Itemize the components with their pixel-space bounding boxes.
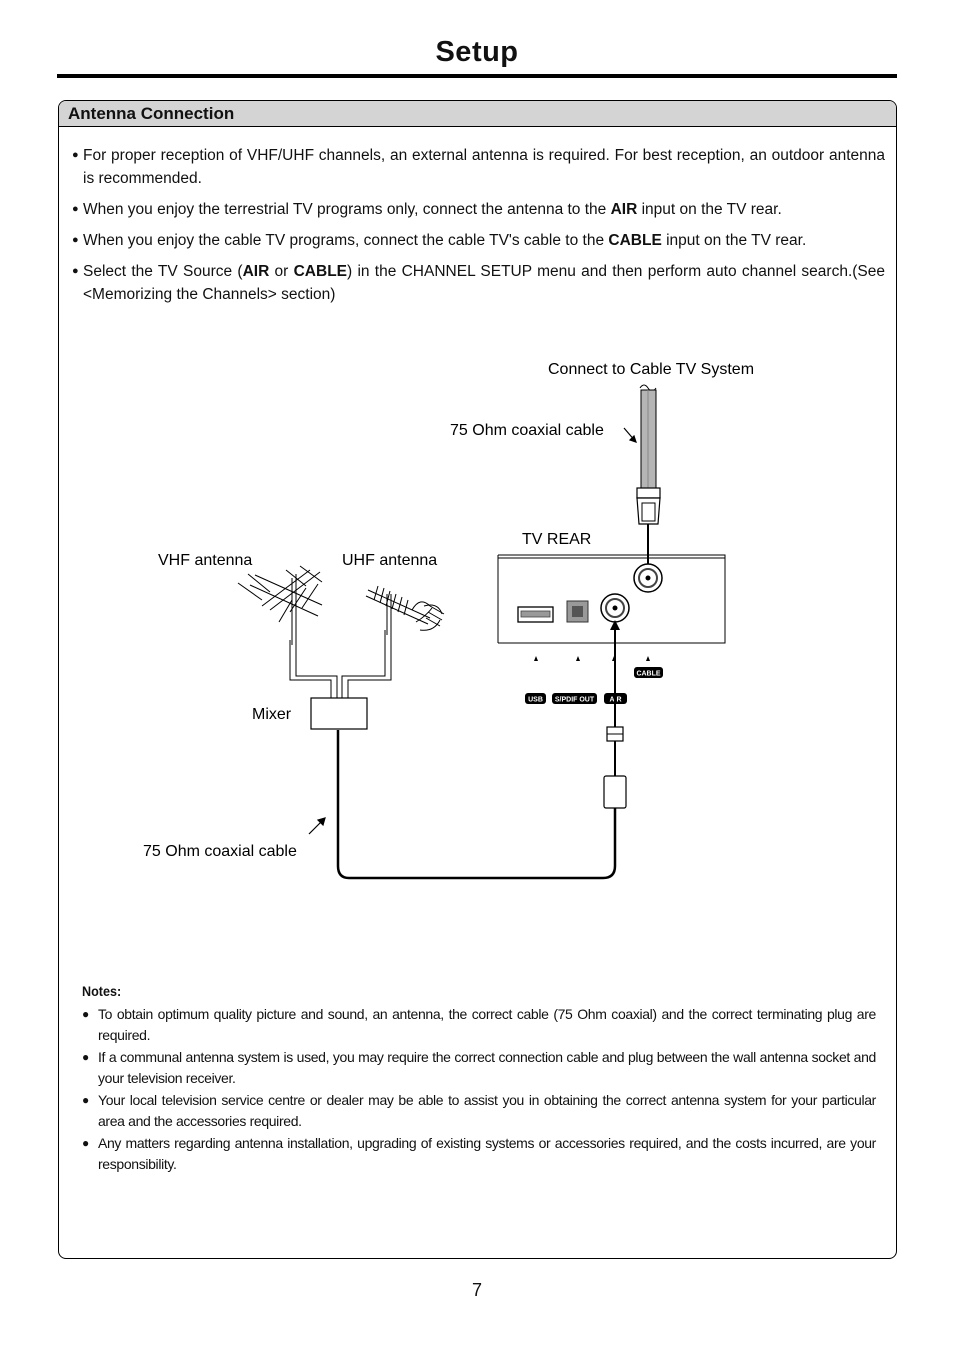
section-header: Antenna Connection bbox=[59, 101, 896, 127]
coax-bottom-label: 75 Ohm coaxial cable bbox=[143, 843, 297, 860]
bold-term: CABLE bbox=[608, 232, 662, 249]
text-run: When you enjoy the cable TV programs, co… bbox=[83, 232, 609, 249]
coax-top-pointer bbox=[623, 427, 637, 443]
note-text: If a communal antenna system is used, yo… bbox=[98, 1049, 876, 1086]
instruction-list: ● For proper reception of VHF/UHF channel… bbox=[72, 144, 885, 314]
usb-port-badge: USB bbox=[528, 697, 543, 704]
instruction-text: When you enjoy the terrestrial TV progra… bbox=[83, 198, 885, 221]
antenna-wires bbox=[289, 630, 392, 698]
instruction-text: For proper reception of VHF/UHF channels… bbox=[83, 144, 885, 190]
note-item: ● Any matters regarding antenna installat… bbox=[82, 1133, 876, 1175]
text-run: Select the TV Source ( bbox=[83, 263, 243, 280]
bullet-dot: ● bbox=[82, 1050, 90, 1064]
spdif-port-badge: S/PDIF OUT bbox=[555, 697, 595, 704]
instruction-item: ● When you enjoy the terrestrial TV progr… bbox=[72, 198, 885, 221]
notes-title: Notes: bbox=[82, 983, 122, 999]
title-rule bbox=[57, 74, 897, 78]
air-coax bbox=[336, 620, 627, 880]
note-item: ● Your local television service centre or… bbox=[82, 1090, 876, 1132]
port-badges: CABLE USB S/PDIF OUT AIR bbox=[525, 667, 663, 704]
instruction-text: Select the TV Source (AIR or CABLE) in t… bbox=[83, 260, 885, 306]
tv-rear-label: TV REAR bbox=[522, 531, 591, 548]
note-item: ● To obtain optimum quality picture and s… bbox=[82, 1004, 876, 1046]
bullet-dot: ● bbox=[72, 234, 79, 246]
note-text: Your local television service centre or … bbox=[98, 1092, 876, 1129]
text-run: input on the TV rear. bbox=[637, 201, 782, 218]
bullet-dot: ● bbox=[72, 149, 79, 161]
bullet-dot: ● bbox=[72, 203, 79, 215]
bullet-dot: ● bbox=[82, 1093, 90, 1107]
bullet-dot: ● bbox=[72, 265, 79, 277]
text-run: or bbox=[269, 263, 294, 280]
mixer-label: Mixer bbox=[252, 706, 292, 723]
instruction-text: When you enjoy the cable TV programs, co… bbox=[83, 229, 885, 252]
cable-tv-coax bbox=[636, 384, 661, 574]
text-run: ) in the CHANNEL SETUP menu and then per… bbox=[83, 263, 885, 303]
bold-term: AIR bbox=[610, 201, 638, 218]
uhf-antenna-label: UHF antenna bbox=[342, 552, 437, 569]
instruction-item: ● Select the TV Source (AIR or CABLE) in … bbox=[72, 260, 885, 306]
notes-list: ● To obtain optimum quality picture and s… bbox=[82, 1004, 876, 1176]
cable-port-badge: CABLE bbox=[636, 671, 660, 678]
section-title: Antenna Connection bbox=[68, 104, 235, 123]
bullet-dot: ● bbox=[82, 1136, 90, 1150]
text-run: input on the TV rear. bbox=[661, 232, 807, 249]
coax-top-label: 75 Ohm coaxial cable bbox=[450, 422, 604, 439]
mixer-box bbox=[310, 697, 368, 730]
bold-term: AIR bbox=[242, 263, 270, 280]
vhf-antenna-icon bbox=[237, 565, 323, 645]
cable-system-label: Connect to Cable TV System bbox=[548, 361, 754, 378]
section-frame: Antenna Connection bbox=[58, 100, 897, 1259]
bold-term: CABLE bbox=[293, 263, 347, 280]
uhf-antenna-icon bbox=[365, 585, 445, 635]
instruction-item: ● For proper reception of VHF/UHF channel… bbox=[72, 144, 885, 190]
tv-rear-panel bbox=[497, 554, 726, 661]
coax-bottom-pointer bbox=[308, 817, 326, 835]
text-run: For proper reception of VHF/UHF channels… bbox=[83, 147, 885, 187]
page-title: Setup bbox=[435, 36, 519, 68]
instruction-item: ● When you enjoy the cable TV programs, c… bbox=[72, 229, 885, 252]
note-text: To obtain optimum quality picture and so… bbox=[98, 1006, 876, 1043]
note-text: Any matters regarding antenna installati… bbox=[98, 1135, 876, 1172]
text-run: When you enjoy the terrestrial TV progra… bbox=[83, 201, 611, 218]
note-item: ● If a communal antenna system is used, y… bbox=[82, 1047, 876, 1089]
vhf-antenna-label: VHF antenna bbox=[158, 552, 252, 569]
page-number: 7 bbox=[471, 1280, 482, 1300]
bullet-dot: ● bbox=[82, 1007, 90, 1021]
